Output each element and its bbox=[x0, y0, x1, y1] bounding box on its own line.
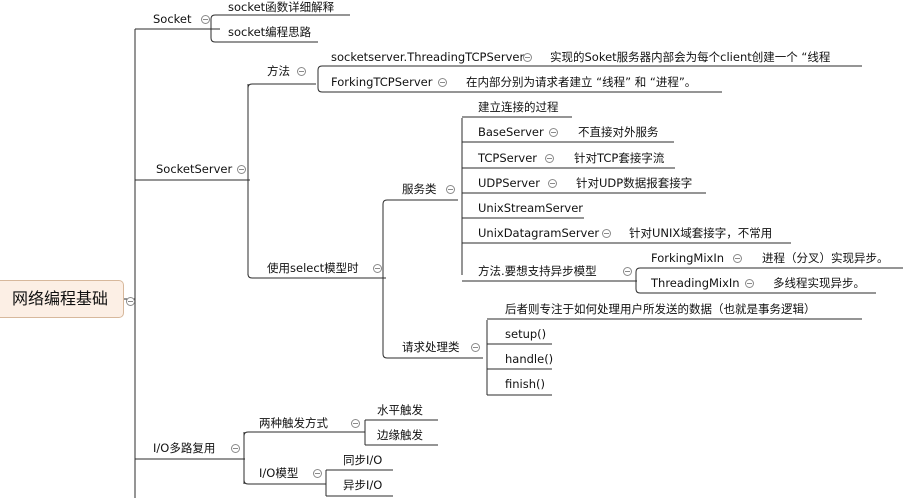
collapse-toggle-icon[interactable] bbox=[313, 469, 322, 478]
collapse-toggle-icon[interactable] bbox=[201, 15, 210, 24]
topic-request-handler[interactable]: 请求处理类 bbox=[402, 340, 460, 354]
note-threading-mixin[interactable]: 多线程实现异步。 bbox=[773, 276, 865, 290]
collapse-toggle-icon[interactable] bbox=[523, 53, 532, 62]
collapse-toggle-icon[interactable] bbox=[231, 444, 240, 453]
collapse-toggle-icon[interactable] bbox=[126, 297, 135, 306]
topic-udp-server[interactable]: UDPServer bbox=[478, 176, 540, 190]
note-udp-server[interactable]: 针对UDP数据报套接字 bbox=[576, 176, 693, 190]
collapse-toggle-icon[interactable] bbox=[745, 279, 754, 288]
collapse-toggle-icon[interactable] bbox=[733, 254, 742, 263]
collapse-toggle-icon[interactable] bbox=[602, 229, 611, 238]
topic-tcp-server[interactable]: TCPServer bbox=[478, 151, 538, 165]
topic-sync-io[interactable]: 同步I/O bbox=[343, 453, 383, 467]
collapse-toggle-icon[interactable] bbox=[237, 165, 246, 174]
note-tcp-server[interactable]: 针对TCP套接字流 bbox=[574, 151, 665, 165]
topic-select-model[interactable]: 使用select模型时 bbox=[267, 261, 359, 275]
collapse-toggle-icon[interactable] bbox=[549, 128, 558, 137]
connector-line-11 bbox=[317, 80, 722, 93]
topic-io-model[interactable]: I/O模型 bbox=[259, 466, 299, 480]
topic-trigger-modes[interactable]: 两种触发方式 bbox=[259, 416, 328, 430]
connector-line-12 bbox=[382, 199, 458, 278]
note-unix-datagram-server[interactable]: 针对UNIX域套接字，不常用 bbox=[629, 226, 773, 240]
topic-async-io[interactable]: 异步I/O bbox=[343, 478, 383, 492]
connector-line-5 bbox=[210, 14, 350, 25]
topic-handler-description[interactable]: 后者则专注于如何处理用户所发送的数据（也就是事务逻辑） bbox=[505, 302, 816, 316]
topic-forking-mixin[interactable]: ForkingMixIn bbox=[651, 251, 725, 265]
topic-socketserver[interactable]: SocketServer bbox=[156, 162, 233, 176]
connector-line-8 bbox=[247, 83, 316, 180]
topic-io-multiplexing[interactable]: I/O多路复用 bbox=[153, 441, 216, 455]
collapse-toggle-icon[interactable] bbox=[446, 185, 455, 194]
topic-socket-functions[interactable]: socket函数详细解释 bbox=[228, 0, 335, 14]
topic-socket[interactable]: Socket bbox=[153, 12, 192, 26]
collapse-toggle-icon[interactable] bbox=[373, 264, 382, 273]
topic-server-classes[interactable]: 服务类 bbox=[402, 182, 437, 196]
connector-line-22 bbox=[635, 267, 903, 281]
collapse-toggle-icon[interactable] bbox=[351, 419, 360, 428]
topic-threading-mixin[interactable]: ThreadingMixIn bbox=[651, 276, 740, 290]
topic-methods[interactable]: 方法 bbox=[267, 64, 290, 78]
note-forking-tcp-server[interactable]: 在内部分别为请求者建立 “线程” 和 “进程”。 bbox=[466, 75, 697, 89]
note-threading-tcp-server[interactable]: 实现的Soket服务器内部会为每个client创建一个 “线程 bbox=[550, 50, 831, 64]
collapse-toggle-icon[interactable] bbox=[438, 78, 447, 87]
connector-line-31 bbox=[243, 459, 326, 485]
topic-setup[interactable]: setup() bbox=[505, 327, 547, 341]
topic-handle[interactable]: handle() bbox=[505, 352, 554, 366]
note-forking-mixin[interactable]: 进程（分叉）实现异步。 bbox=[762, 251, 889, 265]
collapse-toggle-icon[interactable] bbox=[471, 343, 480, 352]
connector-line-23 bbox=[635, 281, 876, 294]
topic-unix-datagram-server[interactable]: UnixDatagramServer bbox=[478, 226, 600, 240]
topic-finish[interactable]: finish() bbox=[505, 377, 545, 391]
collapse-toggle-icon[interactable] bbox=[297, 67, 306, 76]
topic-level-trigger[interactable]: 水平触发 bbox=[377, 403, 423, 417]
topic-threading-tcp-server[interactable]: socketserver.ThreadingTCPServer bbox=[331, 50, 525, 64]
connector-line-13 bbox=[382, 278, 483, 359]
topic-socket-programming[interactable]: socket编程思路 bbox=[228, 25, 312, 39]
topic-async-support[interactable]: 方法.要想支持异步模型 bbox=[478, 264, 597, 278]
connector-line-10 bbox=[317, 65, 862, 80]
topic-forking-tcp-server[interactable]: ForkingTCPServer bbox=[331, 75, 433, 89]
topic-unix-stream-server[interactable]: UnixStreamServer bbox=[478, 201, 584, 215]
note-base-server[interactable]: 不直接对外服务 bbox=[578, 125, 659, 139]
topic-edge-trigger[interactable]: 边缘触发 bbox=[377, 428, 423, 442]
root-topic[interactable]: 网络编程基础 bbox=[0, 280, 124, 318]
collapse-toggle-icon[interactable] bbox=[548, 179, 557, 188]
topic-base-server[interactable]: BaseServer bbox=[478, 125, 544, 139]
connector-line-9 bbox=[247, 180, 386, 279]
connector-line-6 bbox=[210, 25, 318, 43]
connector-line-30 bbox=[243, 431, 365, 459]
topic-connection-process[interactable]: 建立连接的过程 bbox=[478, 100, 559, 114]
collapse-toggle-icon[interactable] bbox=[623, 267, 632, 276]
collapse-toggle-icon[interactable] bbox=[545, 154, 554, 163]
